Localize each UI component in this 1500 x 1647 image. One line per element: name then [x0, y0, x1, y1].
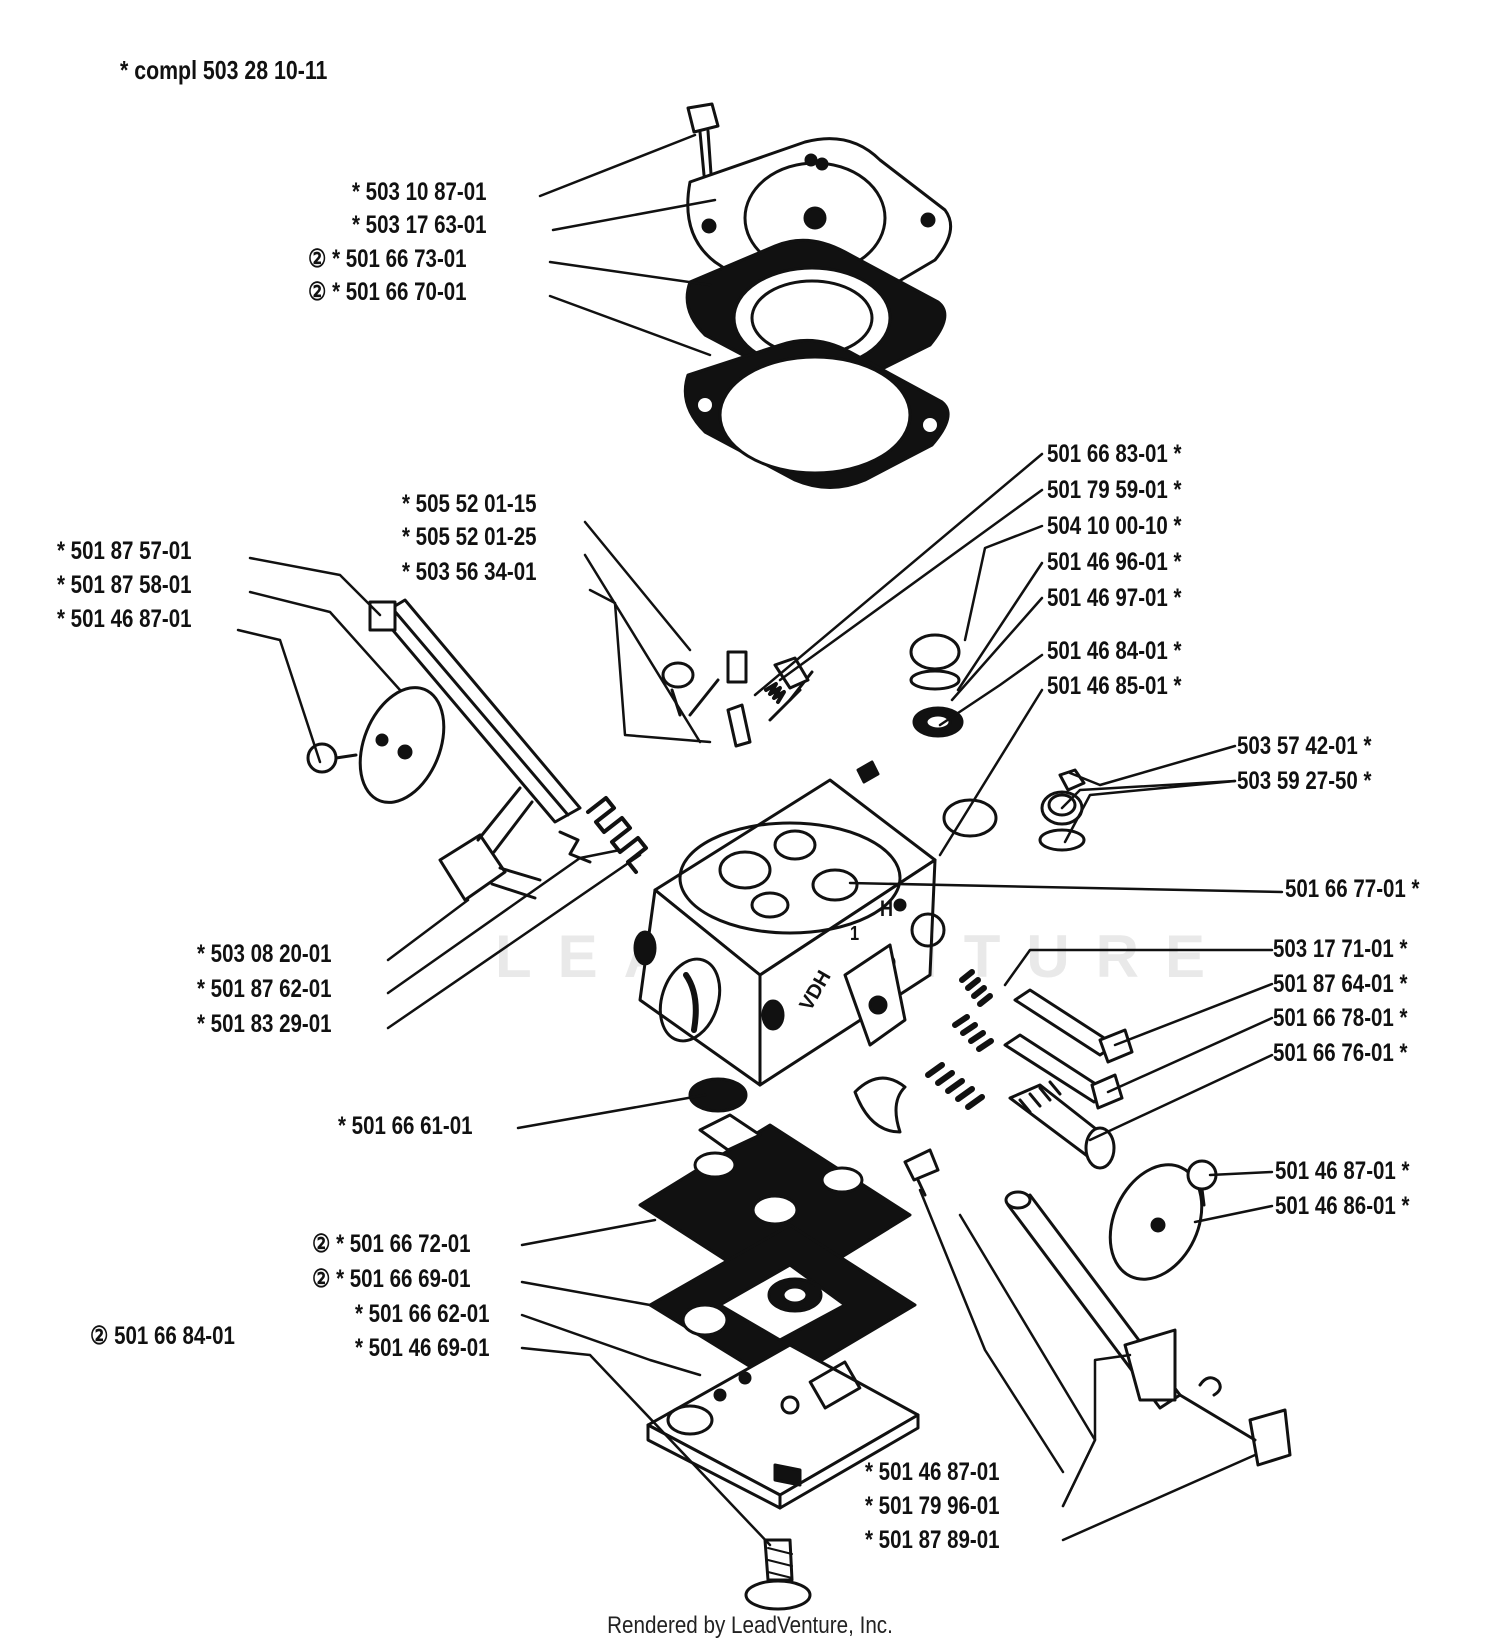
callout-503-59-27-50: 503 59 27-50 *	[1237, 767, 1372, 795]
callout-503-10-87-01: * 503 10 87-01	[352, 178, 487, 206]
callout-501-46-87-01-lower: * 501 46 87-01	[865, 1458, 1000, 1486]
callout-501-66-62-01: * 501 66 62-01	[355, 1300, 490, 1328]
callout-501-66-84-01: ② 501 66 84-01	[90, 1322, 235, 1350]
pump-gasket	[683, 338, 950, 489]
callout-501-87-64-01: 501 87 64-01 *	[1273, 970, 1408, 998]
callout-501-87-57-01: * 501 87 57-01	[57, 537, 192, 565]
screen-and-valve-discs	[856, 633, 1086, 852]
footer-credit: Rendered by LeadVenture, Inc.	[607, 1612, 893, 1639]
callout-501-83-29-01: * 501 83 29-01	[197, 1010, 332, 1038]
callout-501-66-70-01: ② * 501 66 70-01	[308, 278, 467, 306]
adjustment-screws	[925, 969, 1134, 1170]
callout-501-79-96-01: * 501 79 96-01	[865, 1492, 1000, 1520]
callout-503-17-63-01: * 503 17 63-01	[352, 211, 487, 239]
callout-501-46-96-01: 501 46 96-01 *	[1047, 548, 1182, 576]
body-mark-1: 1	[850, 923, 860, 945]
callout-501-46-97-01: 501 46 97-01 *	[1047, 584, 1182, 612]
top-cover-screw	[686, 102, 720, 177]
callout-501-46-86-01: 501 46 86-01 *	[1275, 1192, 1410, 1220]
callout-505-52-01-15: * 505 52 01-15	[402, 490, 537, 518]
pump-diaphragm	[685, 238, 947, 389]
choke-shaft	[1004, 1190, 1292, 1467]
callout-505-52-01-25: * 505 52 01-25	[402, 523, 537, 551]
metering-lever	[853, 1076, 940, 1197]
callout-501-66-73-01: ② * 501 66 73-01	[308, 245, 467, 273]
callout-501-66-83-01: 501 66 83-01 *	[1047, 440, 1182, 468]
callout-503-57-42-01: 503 57 42-01 *	[1237, 732, 1372, 760]
callout-503-08-20-01: * 503 08 20-01	[197, 940, 332, 968]
callout-504-10-00-10: 504 10 00-10 *	[1047, 512, 1182, 540]
callout-501-46-69-01: * 501 46 69-01	[355, 1334, 490, 1362]
callout-501-46-87-01-right: 501 46 87-01 *	[1275, 1157, 1410, 1185]
callout-501-66-72-01: ② * 501 66 72-01	[312, 1230, 471, 1258]
carburetor-body	[633, 778, 946, 1087]
callout-501-87-62-01: * 501 87 62-01	[197, 975, 332, 1003]
metering-diaphragm	[638, 1113, 912, 1297]
bottom-cover-screw	[744, 1538, 812, 1611]
fuel-inlet-fitting	[438, 786, 542, 902]
callout-501-87-58-01: * 501 87 58-01	[57, 571, 192, 599]
callout-501-66-77-01: 501 66 77-01 *	[1285, 875, 1420, 903]
throttle-shaft	[368, 598, 582, 824]
metering-gasket	[648, 1223, 917, 1387]
callout-501-66-76-01: 501 66 76-01 *	[1273, 1039, 1408, 1067]
callout-501-79-59-01: 501 79 59-01 *	[1047, 476, 1182, 504]
callout-501-46-87-01-left: * 501 46 87-01	[57, 605, 192, 633]
callout-503-17-71-01: 503 17 71-01 *	[1273, 935, 1408, 963]
callout-501-87-89-01: * 501 87 89-01	[865, 1526, 1000, 1554]
callout-501-46-84-01: 501 46 84-01 *	[1047, 637, 1182, 665]
body-seal	[688, 1077, 748, 1113]
metering-cover	[646, 1343, 920, 1510]
callout-501-66-61-01: * 501 66 61-01	[338, 1112, 473, 1140]
leader-lines	[236, 133, 1284, 1547]
body-mark-h: H	[880, 896, 894, 921]
throttle-valve	[306, 686, 446, 804]
callout-501-66-69-01: ② * 501 66 69-01	[312, 1265, 471, 1293]
assembly-header: * compl 503 28 10-11	[120, 55, 328, 85]
callout-501-66-78-01: 501 66 78-01 *	[1273, 1004, 1408, 1032]
callout-503-56-34-01: * 503 56 34-01	[402, 558, 537, 586]
callout-501-46-85-01: 501 46 85-01 *	[1047, 672, 1182, 700]
